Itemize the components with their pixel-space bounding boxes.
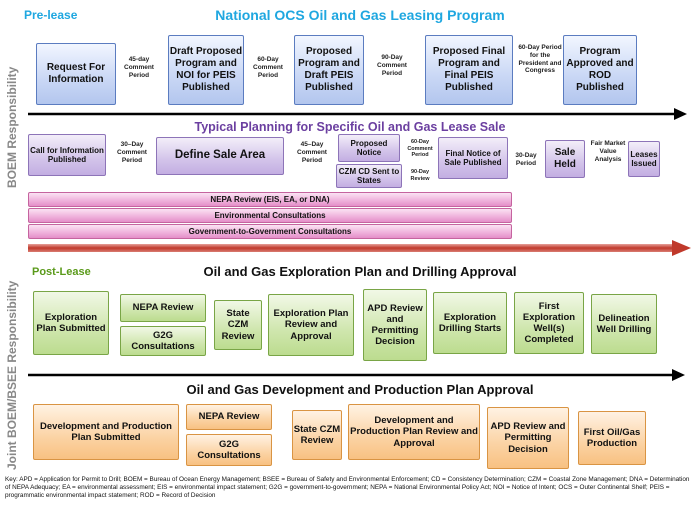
state-czm-review-development-box: State CZM Review (292, 410, 342, 460)
final-notice-box: Final Notice of Sale Published (438, 137, 508, 179)
post-lease-label: Post-Lease (32, 266, 91, 278)
apd-review-development-box: APD Review and Permitting Decision (487, 407, 569, 469)
exploration-drilling-starts-box: Exploration Drilling Starts (433, 292, 507, 354)
pre-lease-label: Pre-lease (24, 8, 78, 22)
proposed-program-box: Proposed Program and Draft PEIS Publishe… (294, 35, 364, 105)
state-czm-review-exploration-box: State CZM Review (214, 300, 262, 350)
development-plan-submitted-box: Development and Production Plan Submitte… (33, 404, 179, 460)
nepa-review-exploration-box: NEPA Review (120, 294, 206, 322)
boem-responsibility-label: BOEM Responsibility (5, 66, 19, 188)
gap-90-day: 90-Day Comment Period (377, 54, 407, 77)
gap-90-day-review: 90-Day Review (410, 169, 430, 182)
environmental-consultations-bar: Environmental Consultations (28, 208, 512, 223)
define-sale-area-box: Define Sale Area (156, 137, 284, 175)
apd-review-exploration-box: APD Review and Permitting Decision (363, 289, 427, 361)
development-title: Oil and Gas Development and Production P… (186, 382, 534, 397)
exploration-timeline-arrow (28, 369, 685, 381)
gap-60-day-president: 60-Day Period for the President and Cong… (518, 44, 562, 75)
g2g-consultations-development-box: G2G Consultations (186, 434, 272, 466)
sale-held-box: Sale Held (545, 140, 585, 178)
exploration-plan-submitted-box: Exploration Plan Submitted (33, 291, 109, 355)
first-exploration-well-box: First Exploration Well(s) Completed (514, 292, 584, 354)
exploration-plan-review-box: Exploration Plan Review and Approval (268, 294, 354, 356)
g2g-consultations-exploration-box: G2G Consultations (120, 326, 206, 356)
abbreviation-key: Key: APD = Application for Permit to Dri… (5, 476, 690, 499)
gap-60-day: 60-Day Comment Period (253, 56, 283, 79)
joint-responsibility-label: Joint BOEM/BSEE Responsibility (5, 280, 19, 470)
development-plan-review-box: Development and Production Plan Review a… (348, 404, 480, 460)
nepa-review-development-box: NEPA Review (186, 404, 272, 430)
program-approved-box: Program Approved and ROD Published (563, 35, 637, 105)
program-timeline-arrow (28, 108, 687, 120)
gap-60-day-comment: 60-Day Comment Period (407, 139, 433, 159)
czm-cd-box: CZM CD Sent to States (336, 164, 402, 188)
proposed-notice-box: Proposed Notice (338, 134, 400, 162)
lease-sale-timeline-arrow (28, 240, 691, 256)
planning-title: Typical Planning for Specific Oil and Ga… (194, 120, 506, 134)
g2g-consultations-bar: Government-to-Government Consultations (28, 224, 512, 239)
exploration-title: Oil and Gas Exploration Plan and Drillin… (203, 264, 517, 279)
leases-issued-box: Leases Issued (628, 141, 660, 177)
gap-45-day: 45-day Comment Period (124, 56, 154, 79)
draft-proposed-program-box: Draft Proposed Program and NOI for PEIS … (168, 35, 244, 105)
nepa-review-bar: NEPA Review (EIS, EA, or DNA) (28, 192, 512, 207)
gap-45-day-planning: 45–Day Comment Period (297, 141, 327, 164)
gap-30-day-period: 30-Day Period (515, 152, 537, 167)
gap-30-day: 30–Day Comment Period (117, 141, 147, 164)
delineation-well-drilling-box: Delineation Well Drilling (591, 294, 657, 354)
main-title: National OCS Oil and Gas Leasing Program (215, 7, 505, 23)
request-for-information-box: Request For Information (36, 43, 116, 105)
first-oil-gas-production-box: First Oil/Gas Production (578, 411, 646, 465)
fair-market-value-label: Fair Market Value Analysis (590, 140, 626, 163)
call-for-information-box: Call for Information Published (28, 134, 106, 176)
proposed-final-program-box: Proposed Final Program and Final PEIS Pu… (425, 35, 513, 105)
